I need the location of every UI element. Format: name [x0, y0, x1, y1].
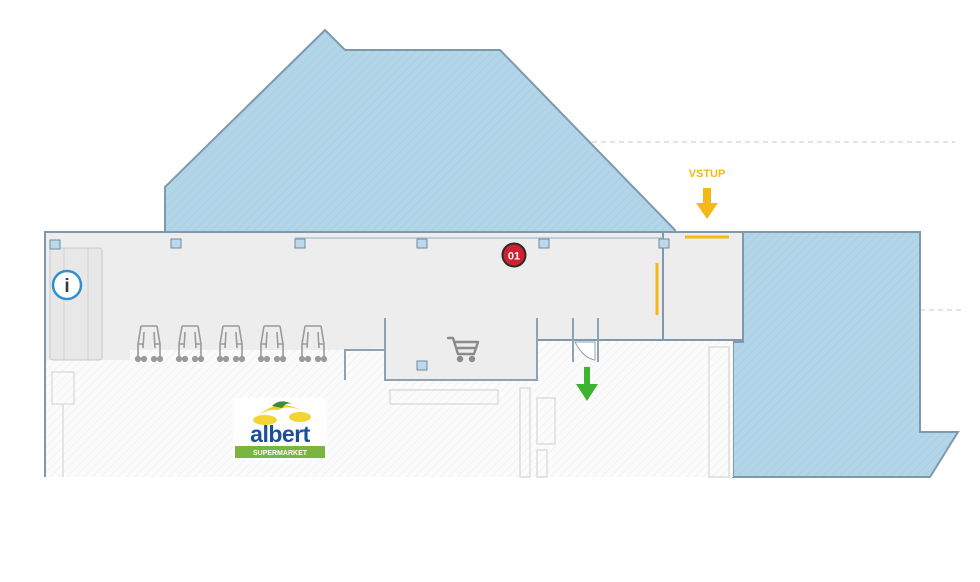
door-swing	[574, 341, 596, 361]
store-fixtures	[51, 346, 730, 478]
trolley-row	[134, 325, 328, 363]
albert-logo: albert SUPERMARKET	[233, 398, 327, 460]
info-kiosk	[49, 247, 103, 361]
entrance-label: VSTUP	[689, 168, 726, 180]
exit-arrow-icon[interactable]	[576, 367, 598, 401]
albert-logo-tagline: SUPERMARKET	[253, 450, 308, 457]
trolley-icon	[134, 325, 164, 363]
location-marker-label: 01	[508, 251, 520, 263]
dashed-boundary	[592, 141, 965, 311]
building-outline	[44, 231, 744, 477]
shopping-cart-icon[interactable]	[446, 336, 480, 363]
entrance-markers	[655, 235, 729, 315]
trolley-icon	[216, 325, 246, 363]
info-icon[interactable]: i	[51, 269, 83, 301]
trolley-icon	[175, 325, 205, 363]
trolley-icon	[298, 325, 328, 363]
info-icon-symbol: i	[64, 276, 69, 297]
upper-building-area	[164, 28, 676, 233]
albert-logo-brand: albert	[250, 421, 310, 447]
location-marker[interactable]: 01	[501, 242, 527, 268]
pillars	[49, 238, 670, 371]
entrance-arrow-icon[interactable]	[696, 188, 718, 219]
right-building-area	[732, 231, 960, 478]
inner-walls	[344, 318, 599, 381]
trolley-icon	[257, 325, 287, 363]
